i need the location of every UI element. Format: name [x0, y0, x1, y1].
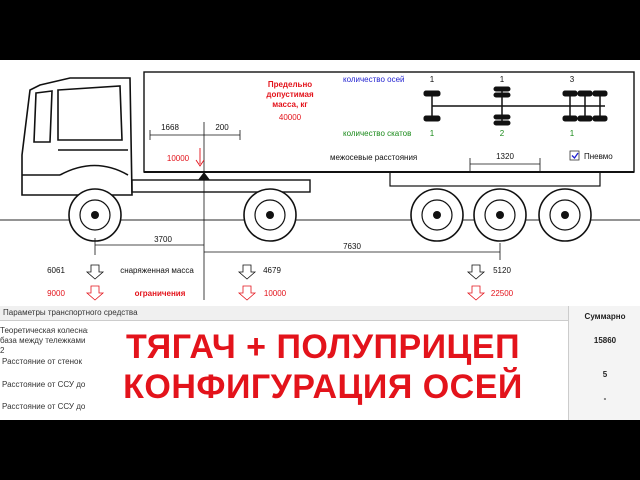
table-row-label: Расстояние от ССУ до — [2, 402, 86, 411]
curb-mass-label: снаряженная масса — [120, 266, 194, 275]
tires-count-2: 2 — [500, 129, 505, 138]
sum-value: 15860 — [593, 336, 617, 345]
trailer-bogie-frame — [389, 171, 601, 187]
overlay-title-line-2: КОНФИГУРАЦИЯ ОСЕЙ — [123, 368, 523, 406]
axle-load-front: 6061 9000 — [47, 264, 105, 301]
axles-count-3: 3 — [570, 75, 575, 84]
pneumo-label: Пневмо — [584, 152, 613, 161]
overlay-title-line-1: ТЯГАЧ + ПОЛУПРИЦЕП — [125, 328, 521, 366]
axles-count-label: количество осей — [343, 75, 404, 84]
wheel-drive — [243, 188, 297, 242]
tires-count-1: 1 — [430, 129, 435, 138]
tractor-cab — [21, 77, 133, 196]
max-mass-label-1: Предельно — [268, 80, 312, 89]
limit-value-drive: 10000 — [264, 289, 287, 298]
table-row-label: Расстояние от ССУ до — [2, 380, 86, 389]
table-row[interactable]: Теоретическая колесная база между тележк… — [0, 326, 100, 356]
max-mass-label-3: масса, кг — [272, 100, 308, 109]
axle-load-drive: 4679 10000 — [237, 264, 287, 301]
curb-value-trailer: 5120 — [493, 266, 511, 275]
curb-arrow-trailer — [466, 264, 486, 280]
dim-3700: 3700 — [154, 235, 172, 244]
limit-arrow-front — [85, 285, 105, 301]
limit-arrow-trailer — [466, 285, 486, 301]
wheel-trailer-3 — [538, 188, 592, 242]
table-row-label: Расстояние от стенок — [2, 357, 82, 366]
axle-schematic — [423, 86, 608, 126]
curb-arrow-drive — [237, 264, 257, 280]
limit-value-trailer: 22500 — [491, 289, 514, 298]
wheel-front — [68, 188, 122, 242]
table-header-label: Параметры транспортного средства — [3, 308, 138, 317]
limits-label: ограничения — [135, 289, 186, 298]
limit-value-front: 9000 — [47, 289, 65, 298]
pneumo-checkbox[interactable] — [569, 150, 580, 161]
sum-header: Суммарно — [584, 312, 626, 321]
fifth-wheel-mark — [198, 172, 210, 180]
kingpin-load: 10000 — [167, 154, 190, 163]
max-mass-label-2: допустимая — [266, 90, 314, 99]
table-row-label: Теоретическая колесная база между тележк… — [0, 326, 99, 355]
max-mass-value: 40000 — [279, 113, 302, 122]
curb-arrow-front — [85, 264, 105, 280]
curb-value-front: 6061 — [47, 266, 65, 275]
limit-arrow-drive — [237, 285, 257, 301]
wheel-trailer-1 — [410, 188, 464, 242]
axles-count-1: 1 — [430, 75, 435, 84]
wheel-trailer-2 — [473, 188, 527, 242]
kingpin-arrow — [195, 148, 205, 167]
curb-value-drive: 4679 — [263, 266, 281, 275]
axle-load-trailer: 5120 22500 — [466, 264, 514, 301]
dim-1668: 1668 — [161, 123, 179, 132]
interaxle-label: межосевые расстояния — [330, 153, 417, 162]
tires-count-3: 1 — [570, 129, 575, 138]
app-window: Предельно допустимая масса, кг 40000 кол… — [0, 60, 640, 420]
title-overlay: ТЯГАЧ + ПОЛУПРИЦЕП КОНФИГУРАЦИЯ ОСЕЙ — [88, 326, 558, 410]
tires-count-label: количество скатов — [343, 129, 411, 138]
axles-count-2: 1 — [500, 75, 505, 84]
sum-column: Суммарно 15860 5 - — [568, 306, 640, 420]
sum-value: 5 — [602, 370, 608, 379]
dim-1320: 1320 — [496, 152, 514, 161]
table-header-row: Параметры транспортного средства — [0, 306, 570, 321]
dim-7630: 7630 — [343, 242, 361, 251]
sum-value: - — [603, 394, 607, 403]
dim-200: 200 — [215, 123, 229, 132]
tractor-chassis — [131, 179, 311, 193]
truck-axle-diagram: Предельно допустимая масса, кг 40000 кол… — [0, 71, 640, 301]
